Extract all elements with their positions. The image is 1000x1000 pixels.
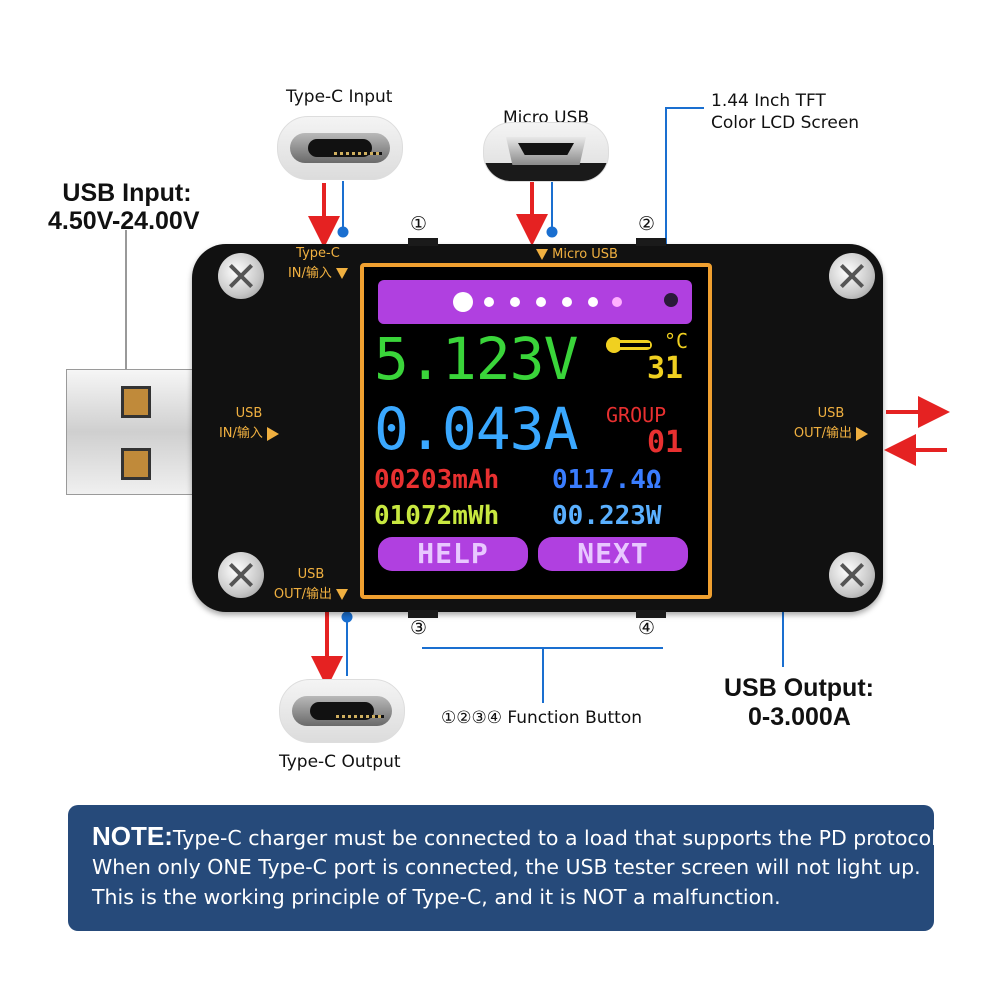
usb-input-callout: USB Input:	[62, 178, 192, 208]
function-button-3[interactable]	[408, 610, 438, 618]
note-line-2: When only ONE Type-C port is connected, …	[92, 855, 921, 879]
usb-output-range: 0-3.000A	[748, 703, 851, 731]
note-label: NOTE:	[92, 821, 173, 851]
lcd-screen-label-line1: 1.44 Inch TFT	[711, 91, 826, 111]
usb-out-left-port-label: USB OUT/输出	[262, 565, 360, 605]
triangle-icon	[336, 268, 349, 279]
function-button-1[interactable]	[408, 238, 438, 246]
resistance-readout: 0117.4Ω	[552, 465, 662, 495]
power-readout: 00.223W	[552, 501, 662, 531]
typec-output-label: Type-C Output	[279, 752, 401, 772]
thermometer-icon	[606, 337, 652, 353]
triangle-icon	[856, 426, 869, 441]
screw-icon	[218, 253, 264, 299]
current-readout: 0.043A	[374, 395, 579, 463]
micro-usb-port-label: Micro USB	[527, 245, 627, 265]
screen-status-bar	[378, 280, 692, 324]
triangle-icon	[336, 589, 349, 600]
energy-readout: 01072mWh	[374, 501, 500, 531]
typec-in-port-label: Type-C IN/输入	[278, 244, 358, 284]
note-box: NOTE:Type-C charger must be connected to…	[68, 805, 943, 931]
note-line-1: NOTE:Type-C charger must be connected to…	[92, 821, 944, 851]
button-number-2: ②	[638, 213, 656, 235]
button-number-4: ④	[638, 617, 656, 639]
temperature-readout: 31	[647, 351, 684, 386]
typec-output-photo	[279, 679, 405, 743]
screw-icon	[829, 253, 875, 299]
usb-output-label: USB Output:	[724, 674, 874, 702]
triangle-icon	[536, 249, 549, 260]
triangle-icon	[267, 426, 280, 441]
button-number-3: ③	[410, 617, 428, 639]
function-button-label: ①②③④ Function Button	[441, 708, 643, 728]
usb-a-plug	[66, 369, 202, 495]
usb-input-range: 4.50V-24.00V	[48, 207, 200, 235]
capacity-readout: 00203mAh	[374, 465, 500, 495]
lcd-screen-label-line2: Color LCD Screen	[711, 113, 860, 133]
temperature-unit: °C	[664, 329, 689, 353]
screw-icon	[218, 552, 264, 598]
screw-icon	[829, 552, 875, 598]
lcd-screen-callout: 1.44 Inch TFT Color LCD Screen	[711, 90, 859, 134]
usb-out-right-port-label: USB OUT/输出	[780, 404, 882, 444]
button-number-1: ①	[410, 213, 428, 235]
next-button[interactable]: NEXT	[538, 537, 688, 571]
usb-in-port-label: USB IN/输入	[202, 404, 296, 444]
note-line-3: This is the working principle of Type-C,…	[92, 885, 781, 909]
typec-input-photo	[277, 116, 403, 180]
lcd-screen: 5.123V °C 31 0.043A GROUP 01 00203mAh 01…	[360, 263, 712, 599]
typec-input-label: Type-C Input	[286, 87, 393, 107]
micro-usb-photo	[483, 122, 609, 182]
function-button-2[interactable]	[636, 238, 666, 246]
group-label: GROUP	[606, 403, 667, 427]
usb-input-label: USB Input:	[62, 179, 192, 207]
group-value: 01	[647, 425, 684, 460]
function-button-4[interactable]	[636, 610, 666, 618]
help-button[interactable]: HELP	[378, 537, 528, 571]
voltage-readout: 5.123V	[374, 325, 579, 393]
